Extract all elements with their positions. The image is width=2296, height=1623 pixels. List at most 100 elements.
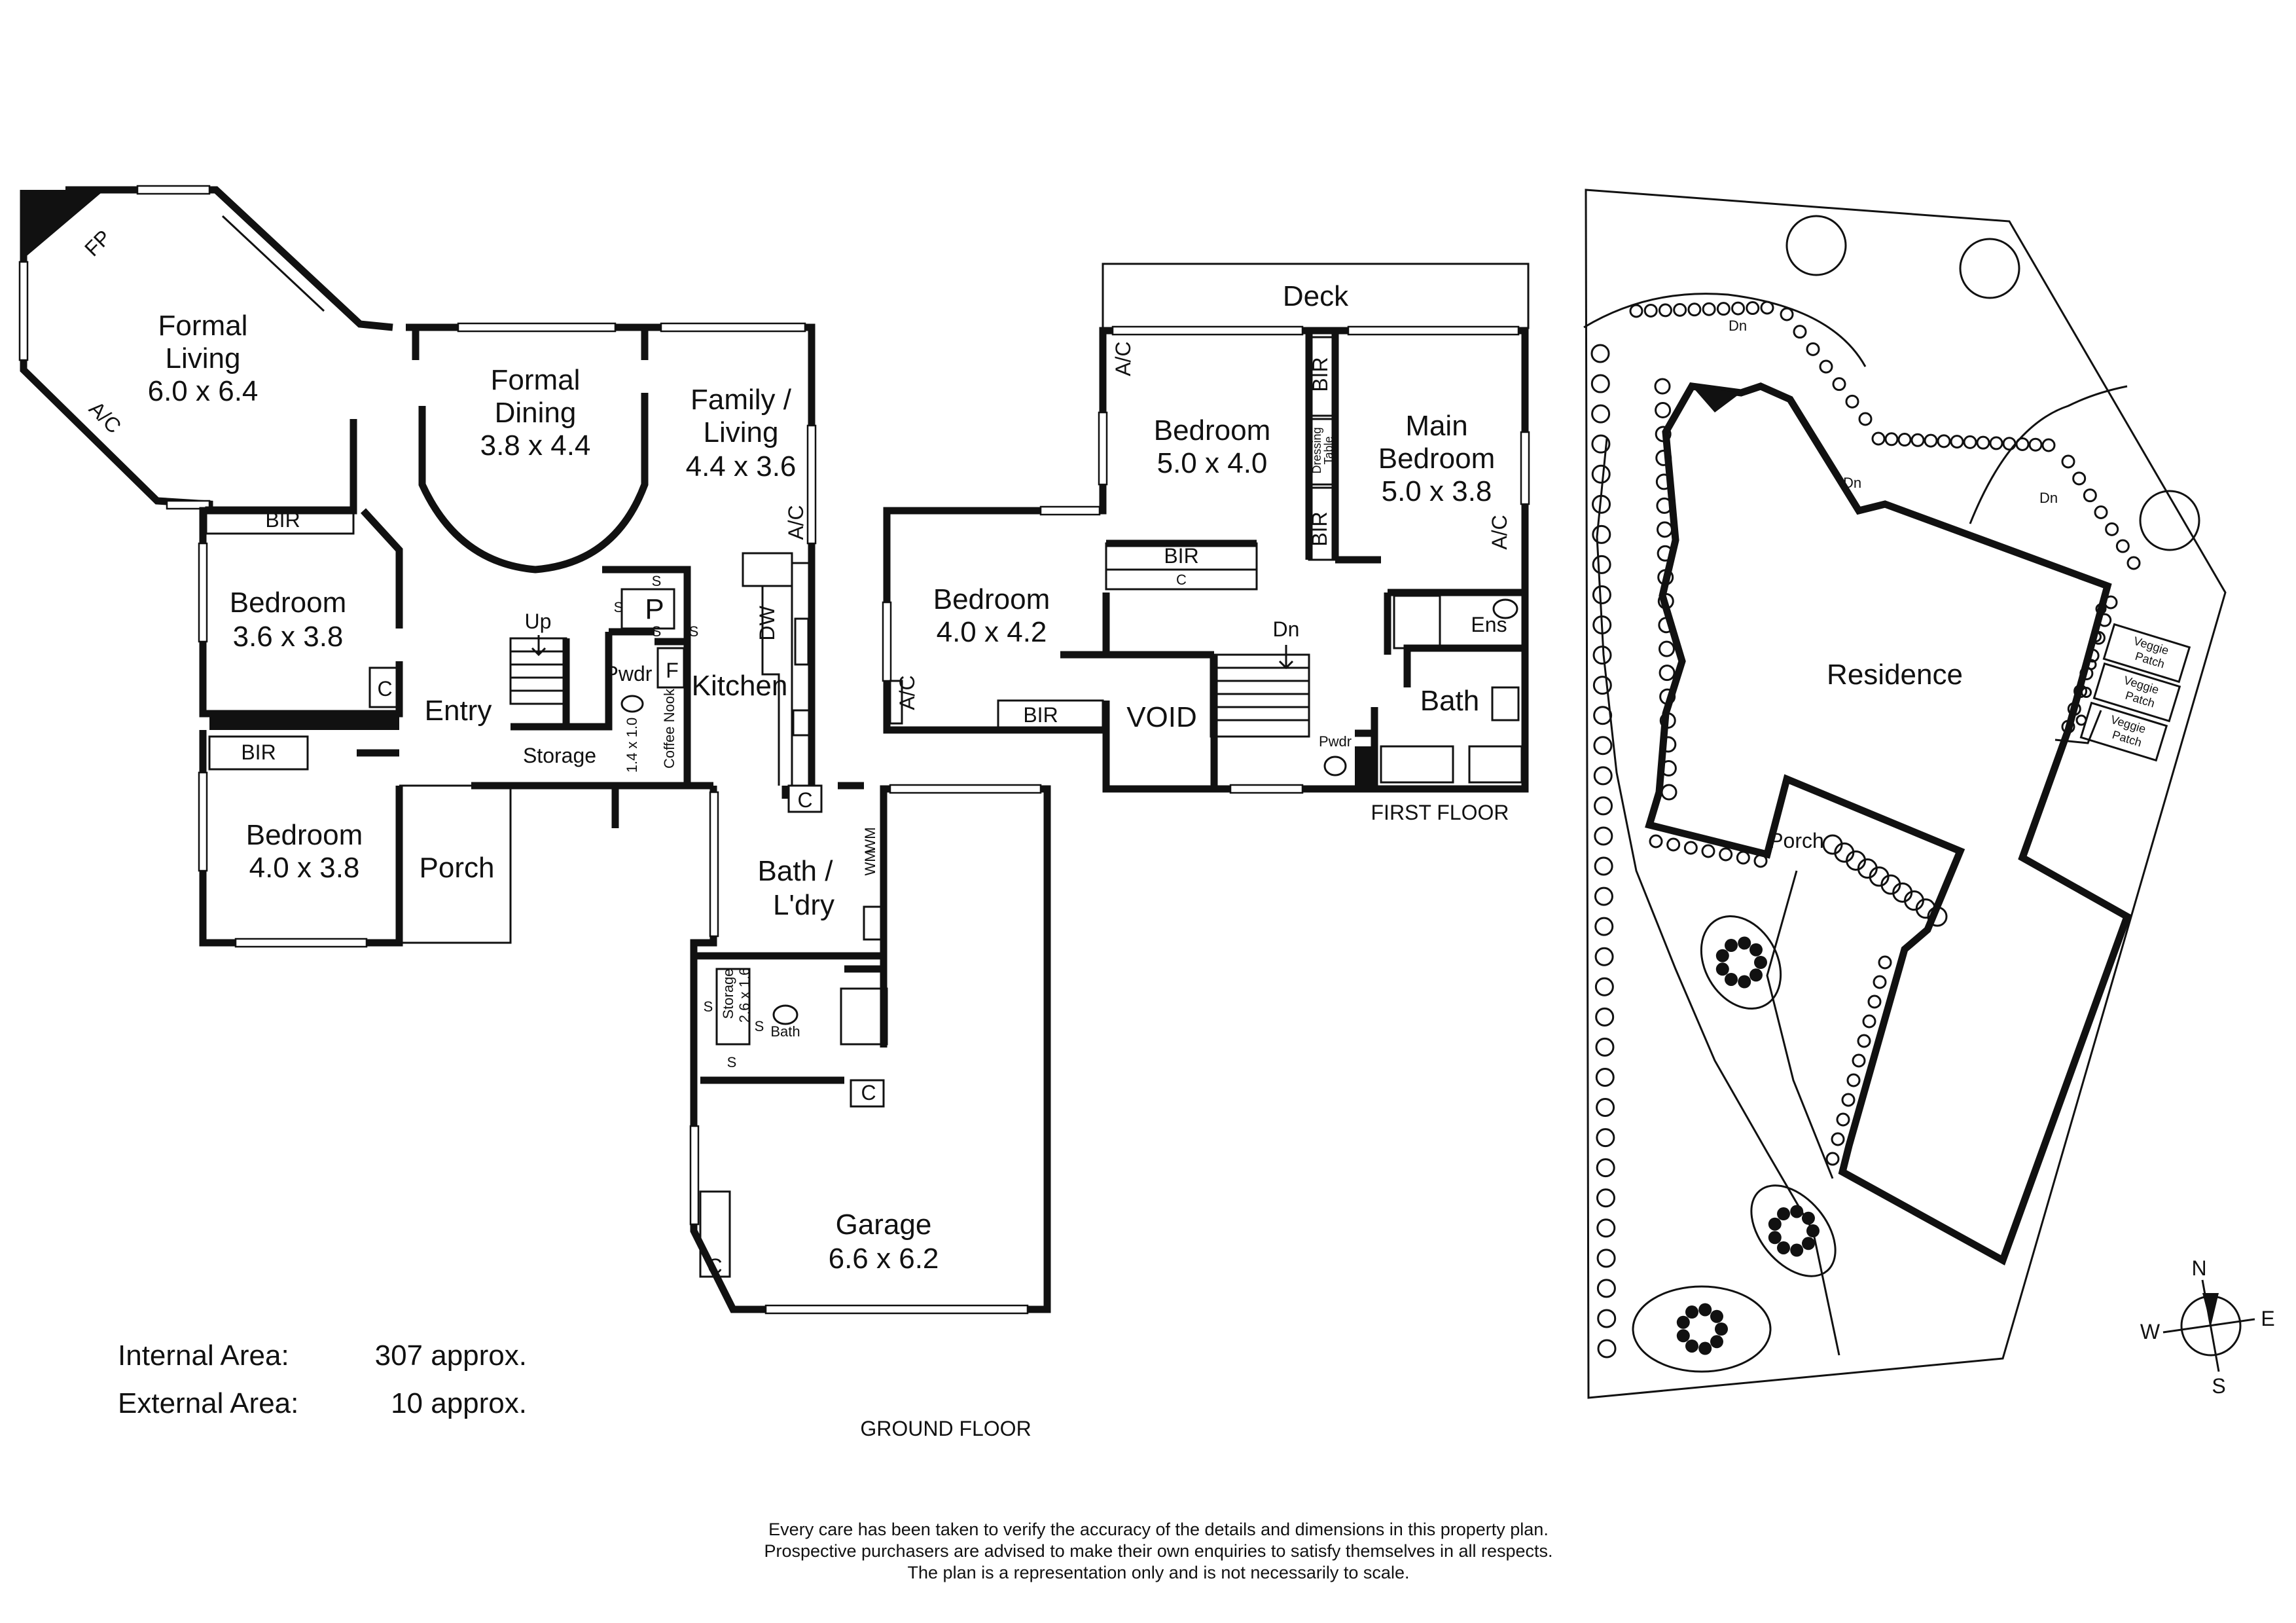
pantry-walls [602, 566, 691, 786]
shelf-label-6: S [755, 1018, 764, 1034]
bath-small-label: Bath [770, 1023, 800, 1040]
window [889, 784, 1042, 794]
powder-label: Pwdr [605, 662, 653, 685]
shrub [1924, 433, 1938, 448]
site-dn-label-3: Dn [2039, 490, 2058, 506]
shrub [1592, 646, 1612, 665]
compass [2162, 1279, 2255, 1372]
shrub [2061, 720, 2075, 734]
compass-s: S [2212, 1374, 2225, 1398]
bir-label-2: BIR [241, 740, 276, 764]
shrub [1897, 433, 1912, 447]
shrub [1831, 1132, 1845, 1146]
shrub [1596, 1279, 1616, 1298]
shrub [1657, 569, 1674, 586]
closet-c [368, 666, 401, 708]
bir-b [997, 699, 1104, 731]
formal-living-name-2: Living [166, 342, 241, 374]
shelf-label-1: S [652, 573, 662, 589]
shrub [1731, 301, 1746, 316]
shrub [2104, 595, 2118, 610]
formal-living-name-1: Formal [158, 310, 248, 342]
shrub [1595, 1037, 1615, 1057]
compass-ew [2162, 1318, 2255, 1334]
shrub [2067, 702, 2081, 716]
coffee-nook-label: Coffee Nook [661, 688, 677, 769]
bed-plant [1685, 1339, 1698, 1353]
shrub [1595, 1007, 1615, 1027]
ff-ac-label-2: A/C [1488, 515, 1511, 549]
garden-bed [1700, 915, 1782, 1010]
shrub [1629, 304, 1643, 318]
shrub [1825, 1152, 1840, 1166]
shrub [1595, 1067, 1615, 1087]
family-living-size: 4.4 x 3.6 [686, 450, 797, 483]
void-label: VOID [1126, 701, 1197, 733]
shrub [1858, 412, 1873, 426]
shrub [2090, 631, 2102, 642]
bathtub [1380, 745, 1454, 784]
shrub [1592, 494, 1611, 514]
bedroom-b-size: 4.0 x 4.2 [937, 616, 1047, 648]
shrub [1596, 1158, 1615, 1178]
stairs-down [1210, 645, 1310, 738]
window [457, 322, 617, 333]
shrub [1591, 464, 1611, 484]
compass-n: N [2191, 1256, 2206, 1280]
garage-name: Garage [836, 1209, 932, 1241]
shrub [1657, 521, 1674, 538]
shrub [1596, 1098, 1615, 1118]
shrub [2085, 648, 2100, 663]
bed-plant [1790, 1205, 1804, 1218]
shrub [2098, 613, 2112, 627]
shrub [1654, 378, 1671, 395]
shrub [2095, 603, 2107, 615]
bed-plant [1738, 975, 1751, 989]
shrub [1596, 1249, 1616, 1268]
shrub [1594, 977, 1614, 996]
wm-label-2: WM [862, 827, 878, 852]
shrub [2115, 539, 2130, 553]
bedroom-1-size: 3.6 x 3.8 [233, 621, 344, 653]
ac-unit [889, 680, 903, 725]
ground-floor-title: GROUND FLOOR [860, 1417, 1031, 1440]
wm-label-1: WM [862, 850, 878, 875]
wall-block [209, 714, 399, 730]
site-dn-label-1: Dn [1729, 318, 1747, 334]
bed-plant [1768, 1231, 1782, 1245]
dining-piers [412, 327, 649, 360]
window [1111, 325, 1304, 336]
shrub [2073, 684, 2088, 699]
window [136, 185, 211, 195]
shrub [1657, 545, 1674, 562]
disclaimer-line-1: Every care has been taken to verify the … [768, 1520, 1549, 1539]
shrub [1673, 302, 1687, 317]
shelf-label-4: S [689, 623, 699, 640]
entry-label: Entry [425, 695, 492, 727]
storage-small-size: 2.6 x 1.6 [736, 968, 753, 1023]
path-se [2054, 710, 2102, 744]
shrub [1660, 760, 1677, 777]
shrub [1657, 593, 1674, 610]
bed-plant [1698, 1303, 1712, 1317]
bedroom-b-name: Bedroom [933, 583, 1050, 615]
shrub [2061, 454, 2075, 469]
dishwasher-label: DW [755, 606, 779, 641]
bir-main-2 [1308, 486, 1336, 561]
bir-box [205, 506, 355, 535]
shrub [1592, 524, 1611, 544]
window [1347, 325, 1520, 336]
fireplace-label: FP [80, 225, 115, 261]
bed-plant [1725, 972, 1738, 986]
window [764, 1304, 1029, 1315]
kitchen-label: Kitchen [692, 670, 788, 702]
shrub [1780, 307, 1794, 321]
window [806, 424, 817, 545]
bedroom-a-size: 5.0 x 4.0 [1157, 447, 1268, 479]
window [1098, 411, 1108, 486]
shrub [1643, 303, 1658, 318]
shrub [1596, 1128, 1615, 1148]
window [882, 601, 892, 682]
closet-label-2: C [797, 788, 812, 812]
shrub [1594, 796, 1613, 816]
